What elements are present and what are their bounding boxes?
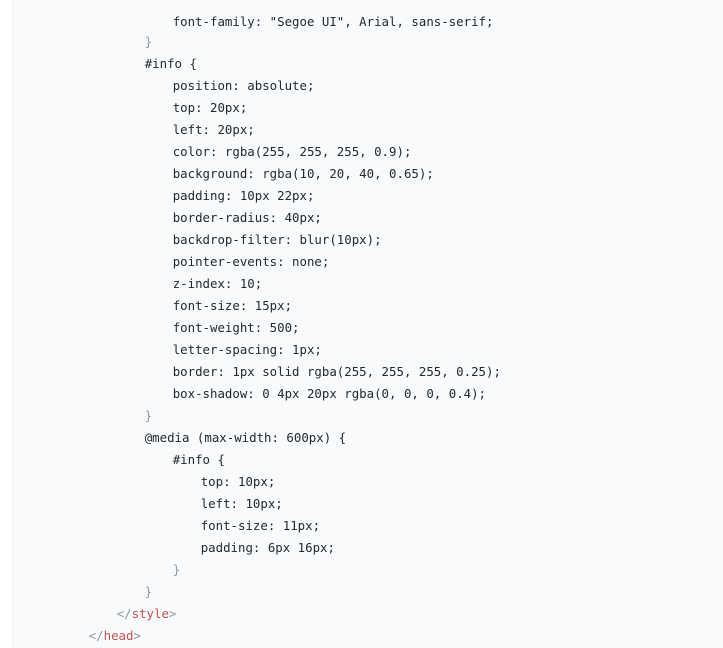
code-block[interactable]: font-family: "Segoe UI", Arial, sans-ser… [13,0,723,648]
code-line: } [85,9,152,49]
code-line: border: 1px solid rgba(255, 255, 255, 0.… [113,339,501,379]
code-text: font-size: 11px; [200,518,321,533]
code-line: border-radius: 40px; [113,185,322,225]
code-line: padding: 6px 16px; [141,515,335,555]
code-text: left: 20px; [172,122,255,137]
code-text: color: rgba(255, 255, 255, 0.9); [172,144,412,159]
code-line: position: absolute; [113,53,315,93]
code-line: letter-spacing: 1px; [113,317,322,357]
code-text: padding: 6px 16px; [200,540,335,555]
code-line: @media (max-width: 600px) { [85,405,346,445]
code-line: backdrop-filter: blur(10px); [113,207,382,247]
code-line: #info { [85,31,197,71]
code-text: font-family: "Segoe UI", Arial, sans-ser… [172,14,494,29]
code-line: } [85,559,152,599]
code-line: </head> [88,628,141,643]
code-line: #info { [113,427,225,467]
code-text: border-radius: 40px; [172,210,322,225]
code-line: z-index: 10; [113,251,263,291]
code-text: @media (max-width: 600px) { [144,430,347,445]
code-line: top: 20px; [113,75,248,115]
code-text: top: 10px; [200,474,276,489]
code-line: font-family: "Segoe UI", Arial, sans-ser… [113,0,494,29]
code-text: } [144,34,153,49]
code-text: #info { [144,56,197,71]
code-line: </style> [116,606,177,621]
code-line: } [113,537,180,577]
code-line: background: rgba(10, 20, 40, 0.65); [113,141,434,181]
html-tag: head [103,628,134,643]
code-line: color: rgba(255, 255, 255, 0.9); [113,119,412,159]
code-line: left: 20px; [113,97,255,137]
code-line: <body> [29,625,133,647]
code-panel: font-family: "Segoe UI", Arial, sans-ser… [12,0,723,648]
code-text: } [172,562,181,577]
code-text: box-shadow: 0 4px 20px rgba(0, 0, 0, 0.4… [172,386,486,401]
code-text: left: 10px; [200,496,283,511]
code-line: font-size: 11px; [141,493,320,533]
code-line: padding: 10px 22px; [113,163,315,203]
code-line: pointer-events: none; [113,229,330,269]
code-text: letter-spacing: 1px; [172,342,322,357]
html-tag: style [131,606,169,621]
code-line: } [85,383,152,423]
code-text: pointer-events: none; [172,254,330,269]
code-text: backdrop-filter: blur(10px); [172,232,382,247]
code-line: left: 10px; [141,471,283,511]
code-text: font-size: 15px; [172,298,293,313]
code-text: border: 1px solid rgba(255, 255, 255, 0.… [172,364,501,379]
code-text: background: rgba(10, 20, 40, 0.65); [172,166,434,181]
code-text: } [144,584,153,599]
code-text: padding: 10px 22px; [172,188,315,203]
code-text: font-weight: 500; [172,320,300,335]
code-line: font-size: 15px; [113,273,292,313]
code-text: } [144,408,153,423]
code-text: #info { [172,452,225,467]
code-line: box-shadow: 0 4px 20px rgba(0, 0, 0, 0.4… [113,361,486,401]
code-text: top: 20px; [172,100,248,115]
code-line: top: 10px; [141,449,276,489]
code-text: z-index: 10; [172,276,263,291]
code-text: position: absolute; [172,78,315,93]
code-line: font-weight: 500; [113,295,300,335]
